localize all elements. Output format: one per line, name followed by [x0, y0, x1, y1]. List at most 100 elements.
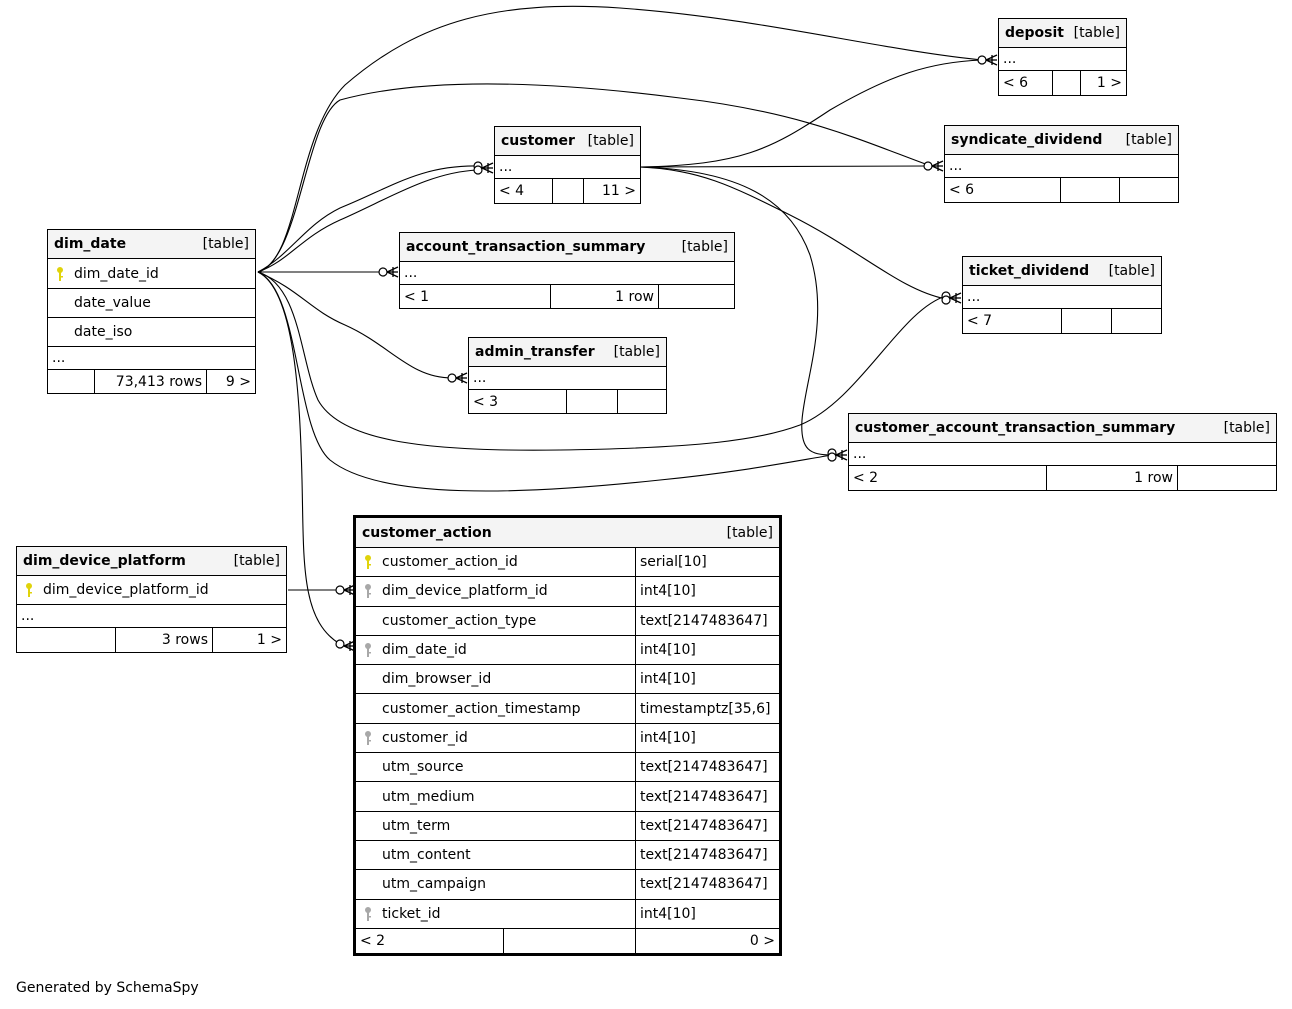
table-header: syndicate_dividend [table]: [945, 126, 1178, 155]
parents-count[interactable]: < 3: [469, 390, 567, 413]
table-name: dim_device_platform: [23, 553, 186, 569]
row-count: [1062, 309, 1112, 333]
table-dim-date[interactable]: dim_date [table] dim_date_id date_value …: [47, 229, 256, 394]
edge-dim-date-deposit: [257, 5, 983, 273]
children-count[interactable]: 1 >: [256, 632, 282, 648]
edge-customer-syndicate-dividend: [639, 165, 929, 168]
table-footer: 3 rows 1 >: [17, 628, 286, 652]
parents-count[interactable]: < 2: [849, 466, 1047, 490]
column-name: customer_action_timestamp: [382, 700, 581, 717]
column-row[interactable]: date_value: [48, 289, 255, 318]
children-count[interactable]: [659, 285, 734, 308]
table-admin-transfer[interactable]: admin_transfer [table] ... < 3: [468, 337, 667, 414]
children-count[interactable]: [1112, 309, 1161, 333]
table-kind: [table]: [726, 524, 773, 541]
column-row[interactable]: utm_term text[2147483647]: [356, 811, 779, 841]
children-count[interactable]: [1120, 178, 1178, 202]
more-columns-row[interactable]: ...: [469, 367, 666, 390]
table-customer-account-transaction-summary[interactable]: customer_account_transaction_summary [ta…: [848, 413, 1277, 491]
foreign-key-icon: [362, 724, 374, 752]
table-syndicate-dividend[interactable]: syndicate_dividend [table] ... < 6: [944, 125, 1179, 203]
column-type: timestamptz[35,6]: [635, 694, 779, 723]
children-count[interactable]: 0 >: [749, 932, 775, 949]
column-type: text[2147483647]: [635, 606, 779, 635]
table-account-transaction-summary[interactable]: account_transaction_summary [table] ... …: [399, 232, 735, 309]
edge-customer-deposit: [639, 59, 983, 168]
column-name: dim_device_platform_id: [43, 582, 209, 598]
parents-count[interactable]: < 6: [945, 178, 1061, 202]
column-type: text[2147483647]: [635, 811, 779, 840]
column-name: customer_action_id: [382, 554, 518, 571]
column-row[interactable]: dim_date_id: [48, 259, 255, 289]
column-type: int4[10]: [635, 723, 779, 753]
edge-dim-date-customer-action: [257, 271, 341, 645]
edge-dim-date-syndicate-dividend: [257, 83, 929, 273]
column-type: text[2147483647]: [635, 870, 779, 899]
more-columns: ...: [21, 608, 35, 624]
parents-count[interactable]: < 2: [356, 928, 504, 953]
more-columns-row[interactable]: ...: [400, 262, 734, 285]
table-footer: 73,413 rows 9 >: [48, 370, 255, 393]
table-name: customer_account_transaction_summary: [855, 420, 1176, 436]
more-columns-row[interactable]: ...: [945, 155, 1178, 178]
table-ticket-dividend[interactable]: ticket_dividend [table] ... < 7: [962, 256, 1162, 334]
children-count[interactable]: [618, 390, 666, 413]
children-count[interactable]: 1 >: [1096, 75, 1122, 91]
table-footer: < 1 1 row: [400, 285, 734, 308]
row-count: 1 row: [1047, 466, 1178, 490]
more-columns-row[interactable]: ...: [495, 156, 640, 179]
column-row[interactable]: customer_action_type text[2147483647]: [356, 606, 779, 636]
column-name: utm_content: [382, 847, 471, 864]
column-name: customer_action_type: [382, 612, 537, 629]
table-deposit[interactable]: deposit [table] ... < 6 1 >: [998, 18, 1127, 96]
table-name: admin_transfer: [475, 344, 595, 360]
foreign-key-icon: [362, 577, 374, 605]
children-count[interactable]: 11 >: [602, 183, 636, 199]
parents-count[interactable]: [48, 370, 95, 393]
more-columns-row[interactable]: ...: [963, 286, 1161, 309]
column-type: int4[10]: [635, 635, 779, 665]
parents-count[interactable]: < 1: [400, 285, 551, 308]
column-name: utm_term: [382, 817, 451, 834]
column-type: text[2147483647]: [635, 840, 779, 870]
column-row[interactable]: customer_action_timestamp timestamptz[35,…: [356, 694, 779, 724]
primary-key-icon: [54, 259, 66, 288]
more-columns-row[interactable]: ...: [17, 605, 286, 628]
table-customer[interactable]: customer [table] ... < 4 11 >: [494, 126, 641, 204]
more-columns: ...: [853, 446, 867, 462]
table-customer-action[interactable]: customer_action [table] customer_action_…: [353, 515, 782, 956]
more-columns-row[interactable]: ...: [849, 443, 1276, 466]
column-row[interactable]: utm_content text[2147483647]: [356, 840, 779, 871]
table-kind: [table]: [1108, 263, 1155, 279]
more-columns-row[interactable]: ...: [48, 347, 255, 370]
parents-count[interactable]: [17, 628, 116, 652]
table-header: deposit [table]: [999, 19, 1126, 48]
children-count[interactable]: [1178, 466, 1276, 490]
column-type: text[2147483647]: [635, 782, 779, 811]
parents-count[interactable]: < 4: [495, 179, 553, 203]
column-row[interactable]: date_iso: [48, 318, 255, 347]
table-dim-device-platform[interactable]: dim_device_platform [table] dim_device_p…: [16, 546, 287, 653]
table-name: customer_action: [362, 524, 492, 541]
generated-by-label: Generated by SchemaSpy: [16, 980, 199, 996]
more-columns: ...: [1003, 51, 1017, 67]
more-columns: ...: [949, 158, 963, 174]
more-columns: ...: [499, 159, 513, 175]
children-count[interactable]: 9 >: [225, 373, 251, 390]
table-name: ticket_dividend: [969, 263, 1090, 279]
column-row[interactable]: dim_device_platform_id: [17, 576, 286, 605]
parents-count[interactable]: < 6: [999, 71, 1053, 95]
table-footer: < 2 1 row: [849, 466, 1276, 490]
more-columns-row[interactable]: ...: [999, 48, 1126, 71]
parents-count[interactable]: < 7: [963, 309, 1062, 333]
